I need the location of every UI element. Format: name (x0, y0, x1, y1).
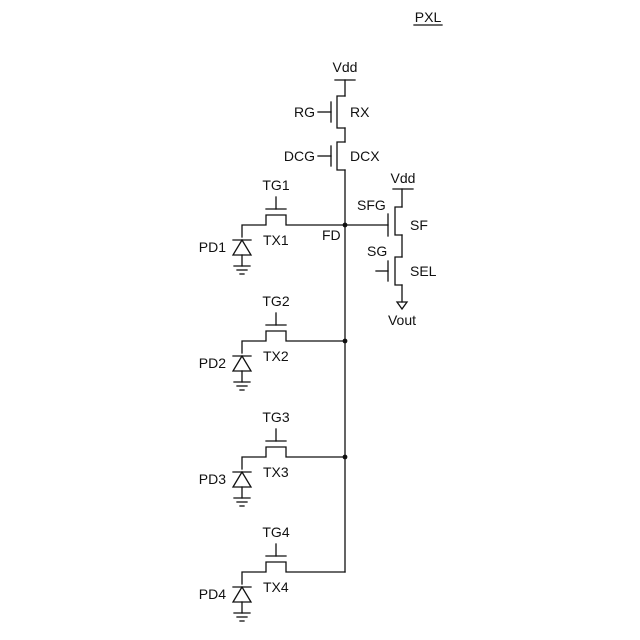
title-label: PXL (415, 9, 442, 25)
sf-label: SF (410, 217, 428, 233)
transfer-branch-4: TG4 TX4 PD4 (199, 524, 345, 621)
vdd-sf-label: Vdd (391, 170, 416, 186)
pd4-diode-icon (233, 587, 251, 602)
vout-arrow-icon (397, 302, 407, 309)
pd1-label: PD1 (199, 239, 226, 255)
vdd-supply-top: Vdd (333, 59, 358, 96)
pd3-label: PD3 (199, 471, 226, 487)
schematic-title: PXL (414, 9, 442, 25)
sel-label: SEL (410, 263, 437, 279)
dcx-gate-label: DCG (284, 148, 315, 164)
source-follower-transistor: SFG SF (345, 197, 428, 236)
tx4-gate-label: TG4 (262, 524, 289, 540)
dcx-channel (337, 142, 345, 170)
tx4-channel-wire (242, 562, 345, 584)
pd2-label: PD2 (199, 355, 226, 371)
pd3-diode-icon (233, 472, 251, 487)
sel-gate-label: SG (367, 243, 387, 259)
pd1-diode-icon (233, 240, 251, 255)
tx3-channel-wire (242, 447, 345, 469)
rx-channel (337, 96, 345, 128)
sf-channel (395, 207, 402, 235)
tx2-label: TX2 (263, 348, 289, 364)
tx3-label: TX3 (263, 464, 289, 480)
tx2-gate-label: TG2 (262, 293, 289, 309)
tx2-channel-wire (242, 331, 345, 353)
dcx-label: DCX (350, 148, 380, 164)
vdd-top-label: Vdd (333, 59, 358, 75)
tx1-gate-label: TG1 (262, 177, 289, 193)
vdd-supply-sf: Vdd (391, 170, 416, 207)
tx3-gate-label: TG3 (262, 409, 289, 425)
dcg-transistor: DCG DCX (284, 142, 380, 170)
pd4-label: PD4 (199, 586, 226, 602)
sf-gate-label: SFG (357, 197, 386, 213)
tx1-label: TX1 (263, 232, 289, 248)
pd2-diode-icon (233, 356, 251, 371)
rx-label: RX (350, 104, 370, 120)
transfer-branch-2: TG2 TX2 PD2 (199, 293, 345, 390)
transfer-branch-1: TG1 TX1 PD1 (199, 177, 345, 274)
rx-gate-label: RG (294, 104, 315, 120)
vout-label: Vout (388, 312, 416, 328)
tx4-label: TX4 (263, 579, 289, 595)
fd-label: FD (322, 227, 341, 243)
vout-output: Vout (388, 285, 416, 328)
transfer-branch-3: TG3 TX3 PD3 (199, 409, 345, 506)
reset-transistor: RG RX (294, 96, 370, 128)
sel-channel (395, 257, 402, 285)
